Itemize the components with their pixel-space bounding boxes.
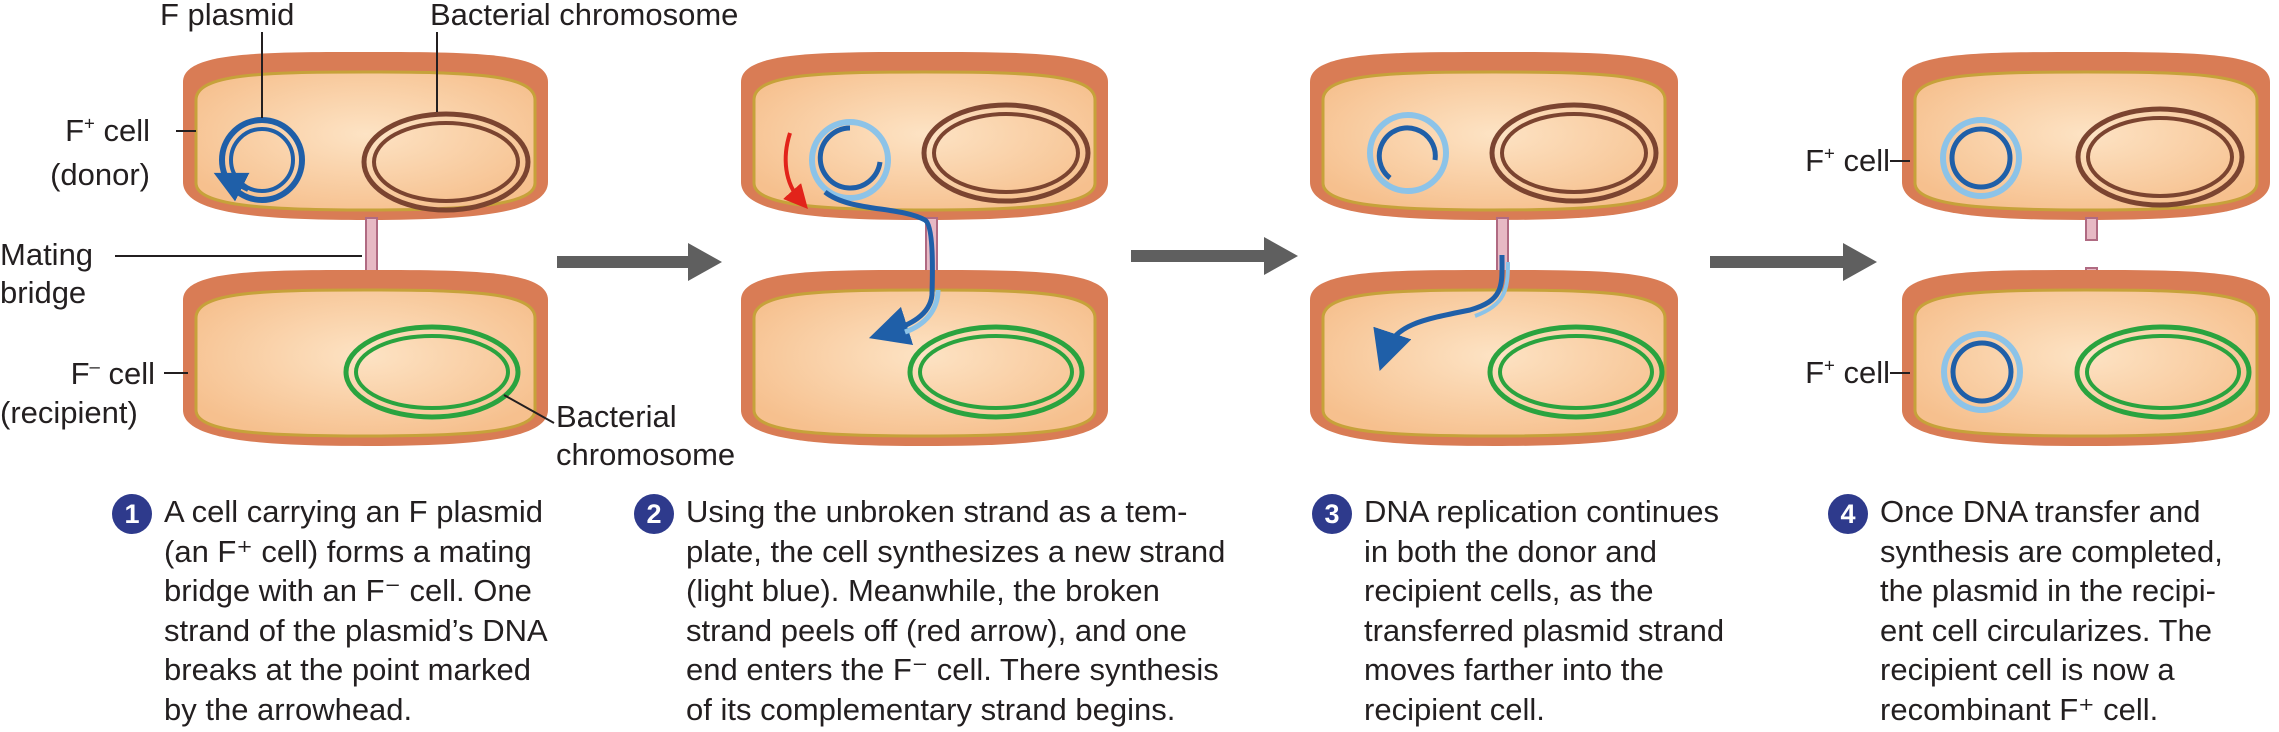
label-bacterial: Bacterial	[556, 399, 677, 434]
leader-lines-1	[115, 32, 555, 424]
step-1-text: A cell carrying an F plasmid (an F⁺ cell…	[164, 494, 548, 727]
label-recipient: (recipient)	[0, 395, 138, 430]
step-arrow-1	[557, 243, 722, 281]
label-bacterial-chromosome-top: Bacterial chromosome	[430, 0, 739, 32]
bacterial-chromosome-donor	[361, 111, 531, 213]
label-f-plus-cell-top-4: F+ cell	[1805, 142, 1890, 178]
step-3-badge: 3	[1312, 494, 1352, 534]
bacterial-chromosome-recipient	[343, 324, 521, 420]
label-chromosome: chromosome	[556, 437, 736, 472]
step-2-text: Using the unbroken strand as a tem- plat…	[686, 494, 1226, 727]
panel-4	[1890, 52, 2270, 446]
label-f-plus-cell-donor: F+ cell	[65, 112, 150, 148]
step-4-badge: 4	[1828, 494, 1868, 534]
panel-2	[741, 52, 1108, 446]
step-arrow-3	[1710, 243, 1877, 281]
donor-cell	[183, 52, 548, 220]
step-3-text: DNA replication continues in both the do…	[1364, 494, 1725, 727]
step-1-badge: 1	[112, 494, 152, 534]
panel-1	[115, 32, 555, 446]
label-mating: Mating	[0, 237, 94, 272]
label-f-minus-cell: F– cell	[70, 355, 155, 391]
panel-3	[1310, 52, 1678, 446]
step-arrow-2	[1131, 237, 1298, 275]
f-plasmid	[219, 117, 305, 203]
recipient-cell	[183, 270, 548, 446]
label-donor: (donor)	[50, 157, 150, 192]
step-2-badge: 2	[634, 494, 674, 534]
label-f-plus-cell-bottom-4: F+ cell	[1805, 354, 1890, 390]
step-4-text: Once DNA transfer and synthesis are comp…	[1880, 494, 2223, 727]
label-f-plasmid: F plasmid	[160, 0, 295, 32]
label-bridge: bridge	[0, 275, 87, 310]
